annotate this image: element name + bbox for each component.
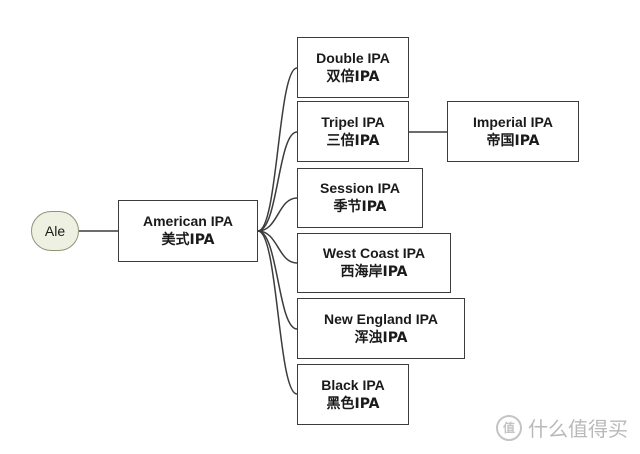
connector-american-tripel <box>257 131 298 232</box>
node-west-coast-ipa: West Coast IPA 西海岸IPA <box>297 233 451 293</box>
node-new-england-ipa: New England IPA 浑浊IPA <box>297 298 465 359</box>
node-english-label: Imperial IPA <box>473 113 553 130</box>
node-black-ipa: Black IPA 黑色IPA <box>297 364 409 425</box>
connector-american-double <box>257 67 298 232</box>
node-chinese-label: 双倍IPA <box>326 68 380 85</box>
watermark-logo-icon: 值 <box>496 414 522 441</box>
node-english-label: West Coast IPA <box>322 245 426 261</box>
node-chinese-label: 三倍IPA <box>326 132 380 149</box>
node-imperial-ipa: Imperial IPA 帝国IPA <box>447 101 579 162</box>
node-chinese-label: 西海岸IPA <box>340 264 408 280</box>
node-session-ipa: Session IPA 季节IPA <box>297 168 423 228</box>
node-double-ipa: Double IPA 双倍IPA <box>297 37 409 98</box>
root-node-ale: Ale <box>31 211 79 251</box>
node-english-label: Black IPA <box>321 376 385 393</box>
node-tripel-ipa: Tripel IPA 三倍IPA <box>297 101 409 162</box>
connector-american-session <box>257 197 298 232</box>
watermark: 值 什么值得买 <box>496 413 628 442</box>
connector-american-black <box>257 230 298 395</box>
node-chinese-label: 季节IPA <box>333 199 387 215</box>
watermark-text: 什么值得买 <box>528 417 628 441</box>
connector-american-westcoast <box>257 230 298 264</box>
node-english-label: Tripel IPA <box>321 113 385 130</box>
root-node-label: Ale <box>44 223 66 239</box>
node-chinese-label: 黑色IPA <box>326 395 380 412</box>
node-english-label: New England IPA <box>323 310 439 327</box>
node-chinese-label: 美式IPA <box>161 232 215 248</box>
node-english-label: Double IPA <box>316 49 390 66</box>
node-chinese-label: 帝国IPA <box>486 132 540 149</box>
node-english-label: American IPA <box>143 213 233 229</box>
node-chinese-label: 浑浊IPA <box>354 329 408 346</box>
node-english-label: Session IPA <box>320 180 400 196</box>
connector-american-newengland <box>257 230 298 330</box>
node-american-ipa: American IPA 美式IPA <box>118 200 258 262</box>
